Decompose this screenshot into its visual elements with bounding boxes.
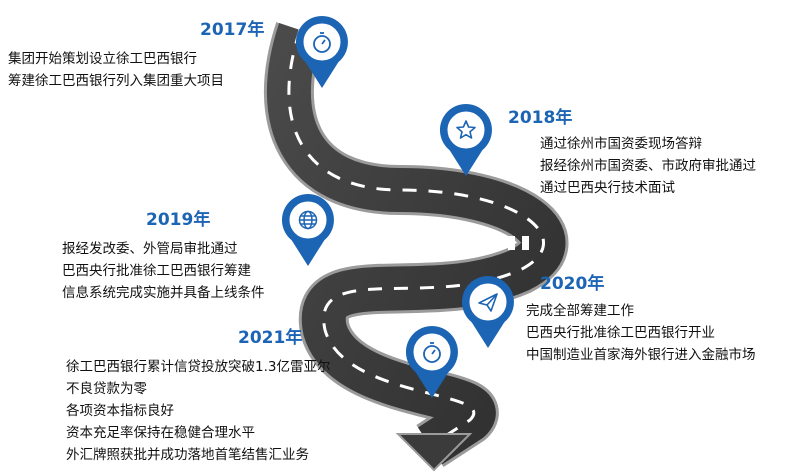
milestone-line: 外汇牌照获批并成功落地首笔结售汇业务 <box>66 447 309 463</box>
milestone-pin-2020 <box>461 276 514 348</box>
milestone-line: 报经发改委、外管局审批通过 <box>62 241 238 257</box>
milestone-text-2019: 报经发改委、外管局审批通过 巴西央行批准徐工巴西银行筹建 信息系统完成实施并具备… <box>62 238 265 304</box>
star-icon <box>456 120 476 139</box>
year-label-2017: 2017年 <box>200 20 265 40</box>
milestone-line: 巴西央行批准徐工巴西银行开业 <box>526 325 715 341</box>
milestone-line: 巴西央行批准徐工巴西银行筹建 <box>62 263 251 279</box>
milestone-line: 中国制造业首家海外银行进入金融市场 <box>526 347 756 363</box>
milestone-text-2020: 完成全部筹建工作 巴西央行批准徐工巴西银行开业 中国制造业首家海外银行进入金融市… <box>526 300 756 366</box>
milestone-line: 资本充足率保持在稳健合理水平 <box>66 425 255 441</box>
year-label-2020: 2020年 <box>540 274 605 294</box>
milestone-text-2021: 徐工巴西银行累计信贷投放突破1.3亿雷亚尔 不良贷款为零 各项资本指标良好 资本… <box>66 356 330 466</box>
year-label-2021: 2021年 <box>238 328 303 348</box>
milestone-text-2017: 集团开始策划设立徐工巴西银行 筹建徐工巴西银行列入集团重大项目 <box>8 48 224 92</box>
crosswalk <box>438 230 529 250</box>
milestone-line: 报经徐州市国资委、市政府审批通过 <box>540 158 756 174</box>
milestone-pin-2019 <box>281 194 334 266</box>
milestone-line: 徐工巴西银行累计信贷投放突破1.3亿雷亚尔 <box>66 359 331 375</box>
stopwatch-icon <box>313 32 331 53</box>
road-end-arrow <box>395 433 473 472</box>
milestone-line: 各项资本指标良好 <box>66 403 174 419</box>
winding-road <box>263 22 569 472</box>
milestone-line: 完成全部筹建工作 <box>526 303 634 319</box>
year-label-2018: 2018年 <box>508 108 573 128</box>
paper-plane-icon <box>478 293 498 312</box>
milestone-line: 信息系统完成实施并具备上线条件 <box>62 285 265 301</box>
stopwatch-icon <box>423 342 441 363</box>
milestone-text-2018: 通过徐州市国资委现场答辩 报经徐州市国资委、市政府审批通过 通过巴西央行技术面试 <box>540 133 756 199</box>
milestone-pin-2021 <box>405 326 458 398</box>
milestone-pin-2018 <box>439 104 492 176</box>
globe-icon <box>298 210 318 230</box>
milestone-line: 集团开始策划设立徐工巴西银行 <box>8 51 197 67</box>
milestone-line: 通过巴西央行技术面试 <box>540 180 675 196</box>
milestone-line: 筹建徐工巴西银行列入集团重大项目 <box>8 73 224 89</box>
milestone-line: 不良贷款为零 <box>66 381 147 397</box>
year-label-2019: 2019年 <box>146 210 211 230</box>
milestone-line: 通过徐州市国资委现场答辩 <box>540 136 702 152</box>
milestone-pin-2017 <box>295 16 348 88</box>
